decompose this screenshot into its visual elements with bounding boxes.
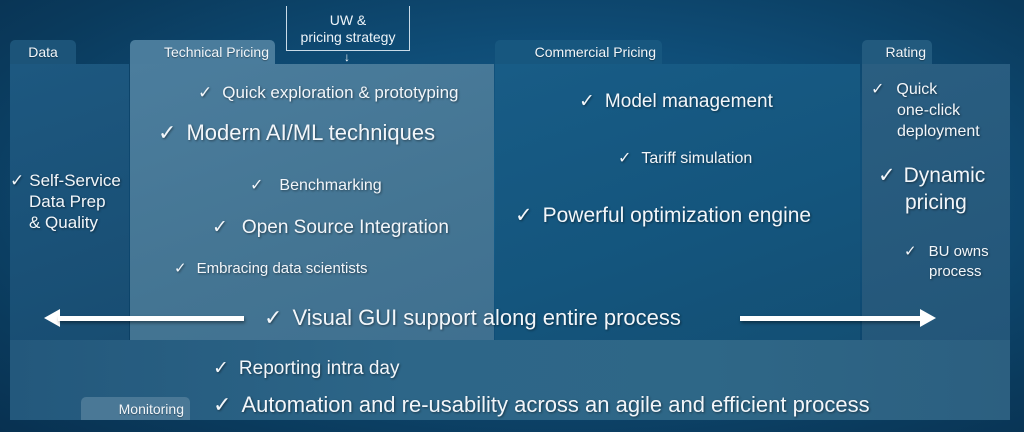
technical-pricing-tab-label: Technical Pricing	[163, 44, 269, 60]
check-icon: ✓	[871, 81, 885, 98]
uw-strategy-line-1: UW &	[329, 12, 367, 28]
data-column-panel	[10, 64, 129, 340]
check-icon: ✓	[158, 120, 177, 145]
check-icon: ✓	[264, 305, 283, 330]
monitoring-item-automation: ✓Automation and re-usability across an a…	[213, 392, 870, 417]
left-arrow-line	[58, 316, 244, 321]
technical-item-open-source: ✓Open Source Integration	[212, 217, 449, 238]
check-icon: ✓	[618, 150, 632, 167]
down-arrow-icon: ↓	[344, 50, 350, 64]
check-icon: ✓	[904, 243, 917, 260]
right-arrow-head-icon	[920, 309, 936, 327]
commercial-pricing-tab: Commercial Pricing	[495, 40, 662, 64]
data-item-self-service: ✓Self-Service Data Prep & Quality	[10, 171, 121, 232]
commercial-item-tariff-simulation: ✓Tariff simulation	[618, 150, 753, 167]
commercial-item-model-management: ✓Model management	[579, 91, 773, 112]
monitoring-tab: Monitoring	[81, 397, 190, 420]
process-banner: ✓Visual GUI support along entire process	[264, 305, 681, 330]
check-icon: ✓	[579, 91, 595, 112]
uw-strategy-callout: UW & pricing strategy	[286, 6, 410, 51]
check-icon: ✓	[878, 164, 896, 187]
technical-pricing-panel	[130, 64, 494, 340]
technical-item-ai-ml: ✓Modern AI/ML techniques	[158, 120, 436, 145]
check-icon: ✓	[10, 171, 25, 190]
monitoring-item-reporting: ✓Reporting intra day	[213, 358, 400, 379]
monitoring-tab-label: Monitoring	[118, 400, 184, 417]
data-tab-label: Data	[28, 44, 58, 60]
uw-strategy-line-2: pricing strategy	[300, 29, 396, 45]
rating-item-bu-owns-process: ✓BU owns process	[904, 243, 989, 280]
check-icon: ✓	[250, 177, 264, 194]
data-column-tab: Data	[10, 40, 76, 64]
check-icon: ✓	[213, 358, 229, 379]
technical-pricing-tab: Technical Pricing	[130, 40, 275, 64]
commercial-pricing-panel	[495, 64, 860, 340]
check-icon: ✓	[515, 204, 533, 227]
rating-item-dynamic-pricing: ✓Dynamic pricing	[878, 164, 986, 214]
rating-panel	[862, 64, 1010, 340]
check-icon: ✓	[213, 392, 232, 417]
technical-item-benchmarking: ✓Benchmarking	[250, 177, 382, 194]
right-arrow-line	[740, 316, 922, 321]
left-arrow-head-icon	[44, 309, 60, 327]
rating-item-one-click-deployment: ✓Quick one-click deployment	[871, 81, 980, 140]
rating-tab-label: Rating	[885, 44, 926, 60]
technical-item-data-scientists: ✓Embracing data scientists	[174, 260, 368, 277]
commercial-item-optimization-engine: ✓Powerful optimization engine	[515, 204, 812, 227]
rating-tab: Rating	[862, 40, 932, 64]
check-icon: ✓	[174, 260, 187, 277]
check-icon: ✓	[212, 217, 228, 238]
commercial-pricing-tab-label: Commercial Pricing	[534, 44, 656, 60]
check-icon: ✓	[198, 83, 213, 102]
technical-item-quick-exploration: ✓Quick exploration & prototyping	[198, 83, 459, 102]
